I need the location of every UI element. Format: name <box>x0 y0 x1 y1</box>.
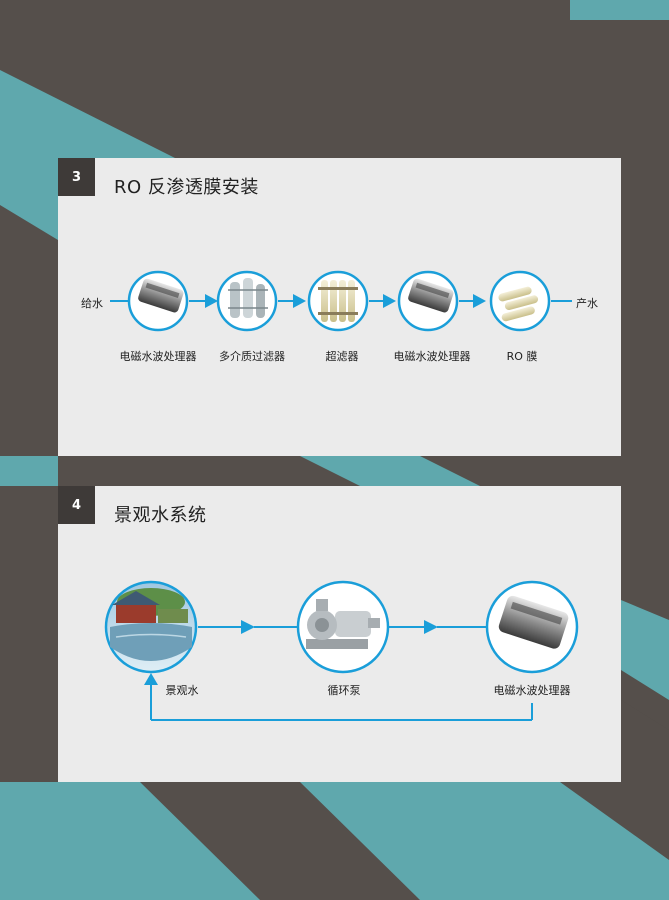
section-number-badge: 4 <box>58 486 95 524</box>
section-ro-installation: 3 RO 反渗透膜安装 <box>58 158 621 456</box>
ro-membrane-icon <box>498 286 539 322</box>
multimedia-filter-icon <box>228 278 268 318</box>
arrow-right-icon <box>473 294 486 308</box>
node-label: 电磁水波处理器 <box>119 350 197 363</box>
node-multimedia-filter <box>216 270 278 332</box>
landscape-flow-diagram <box>104 580 579 721</box>
electromagnetic-processor-icon <box>408 278 454 313</box>
node-label: 循环泵 <box>327 684 361 697</box>
node-landscape-water <box>104 580 198 674</box>
electromagnetic-processor-icon <box>498 595 569 649</box>
node-processor-1 <box>127 270 189 332</box>
arrow-right-icon <box>293 294 306 308</box>
arrow-right-icon <box>241 620 255 634</box>
circulation-pump-icon <box>306 599 380 649</box>
node-label: RO 膜 <box>506 350 538 363</box>
output-label: 产水 <box>576 297 598 310</box>
arrow-right-icon <box>205 294 218 308</box>
section-title: 景观水系统 <box>114 505 207 526</box>
node-label: 景观水 <box>165 684 199 697</box>
electromagnetic-processor-icon <box>138 278 184 313</box>
node-label: 电磁水波处理器 <box>393 350 471 363</box>
arrow-right-icon <box>424 620 438 634</box>
section-title: RO 反渗透膜安装 <box>114 177 259 198</box>
node-processor <box>485 580 579 674</box>
landscape-water-icon <box>110 588 192 661</box>
ultrafilter-icon <box>318 280 358 322</box>
node-ro-membrane <box>489 270 551 332</box>
node-label: 多介质过滤器 <box>219 350 285 363</box>
section-number-badge: 3 <box>58 158 95 196</box>
node-ultrafilter <box>307 270 369 332</box>
node-circulation-pump <box>296 580 390 674</box>
input-label: 给水 <box>81 297 103 310</box>
arrow-right-icon <box>383 294 396 308</box>
arrow-up-icon <box>144 673 158 685</box>
node-label: 超滤器 <box>325 350 359 363</box>
node-label: 电磁水波处理器 <box>493 684 571 697</box>
section-landscape-water: 4 景观水系统 <box>58 486 621 782</box>
node-processor-2 <box>397 270 459 332</box>
ro-flow-diagram <box>110 270 572 332</box>
